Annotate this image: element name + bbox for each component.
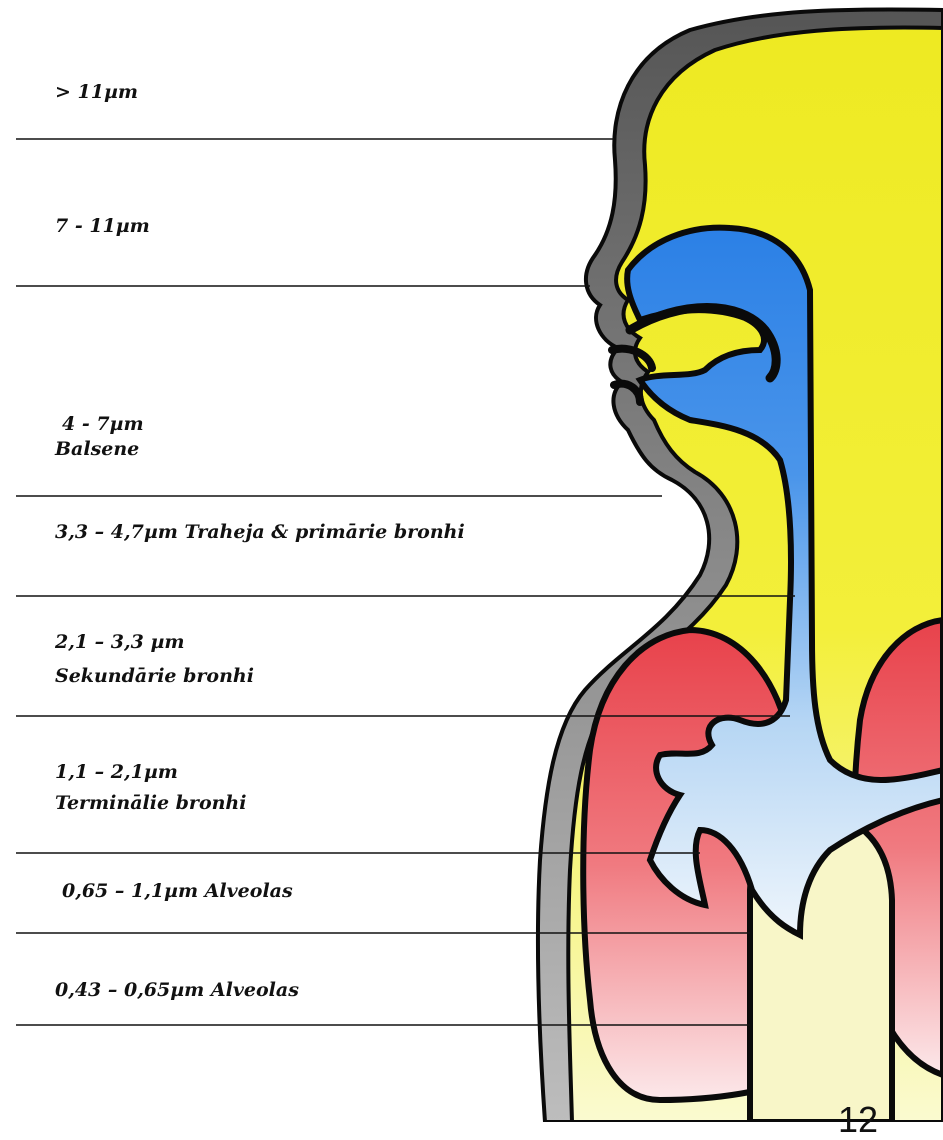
label-band-6-size: 1,1 – 2,1µm	[55, 760, 178, 784]
label-band-1: > 11µm	[55, 80, 138, 104]
label-band-3-name: Balsene	[55, 437, 139, 461]
label-band-5-name: Sekundārie bronhi	[55, 664, 254, 688]
label-band-5-size: 2,1 – 3,3 µm	[55, 630, 184, 654]
page-number: 12	[838, 1102, 878, 1138]
label-band-7: 0,65 – 1,1µm Alveolas	[62, 879, 293, 903]
label-band-2: 7 - 11µm	[55, 214, 150, 238]
label-band-6-name: Terminālie bronhi	[55, 791, 246, 815]
label-band-3-size: 4 - 7µm	[62, 412, 144, 436]
label-band-4: 3,3 – 4,7µm Traheja & primārie bronhi	[55, 520, 465, 544]
label-band-8: 0,43 – 0,65µm Alveolas	[55, 978, 299, 1002]
